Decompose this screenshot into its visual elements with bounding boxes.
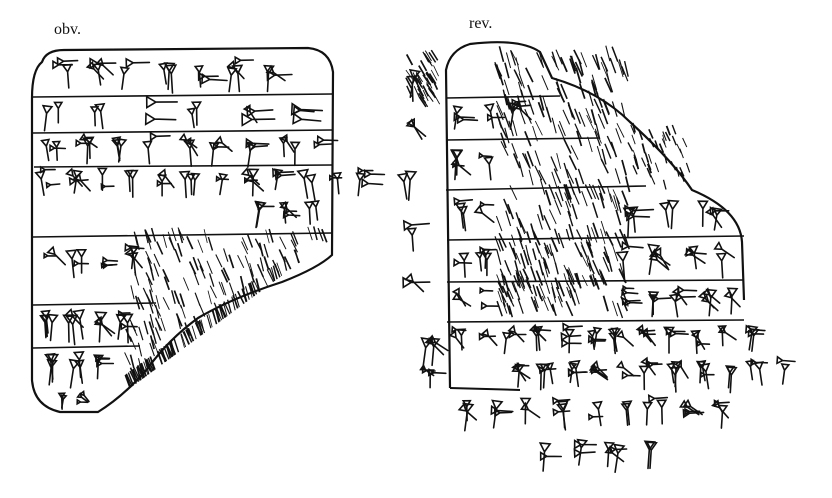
obverse-cuneiform-signs [34,55,386,410]
obverse-tablet-outline [30,46,335,414]
obverse-tablet-drawing [30,46,386,414]
reverse-cuneiform-signs [396,68,796,473]
obverse-damage-hatching [124,226,328,389]
obverse-ruling-lines [32,93,333,349]
reverse-tablet-drawing [396,41,796,473]
reverse-damage-hatching [405,45,691,319]
obverse-label: obv. [54,21,81,38]
reverse-label: rev. [469,15,493,32]
reverse-bottom-edge [449,387,521,391]
